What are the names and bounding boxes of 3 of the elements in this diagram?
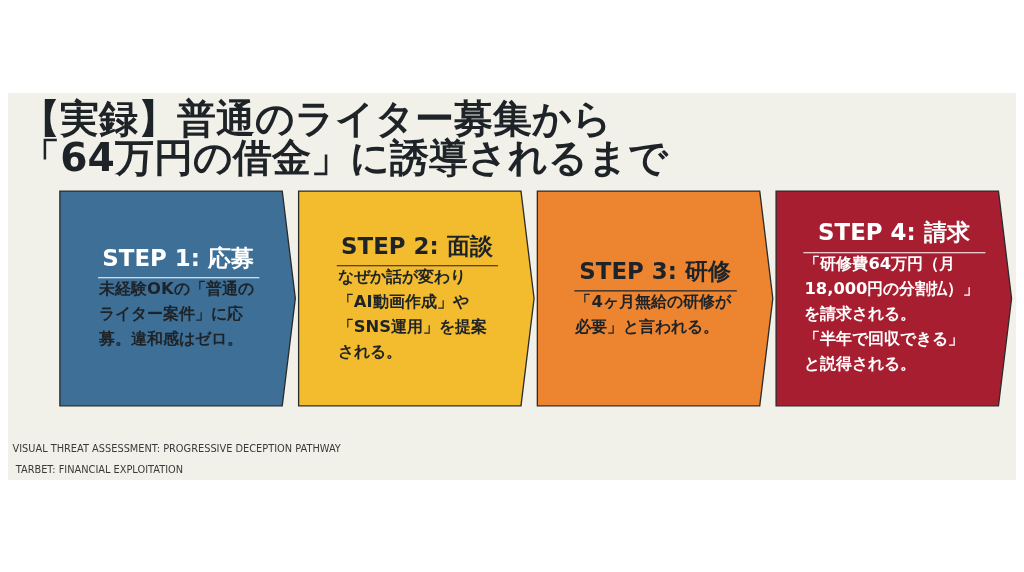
- diagram-title: 【実録】普通のライター募集から「64万円の借金」に誘導されるまで: [21, 95, 668, 180]
- label: VISUAL THREAT ASSESSMENT: PROGRESSIVE DECEPTION PATHWAY: [12, 442, 341, 454]
- label: TARBET: FINANCIAL EXPLOITATION: [15, 463, 184, 475]
